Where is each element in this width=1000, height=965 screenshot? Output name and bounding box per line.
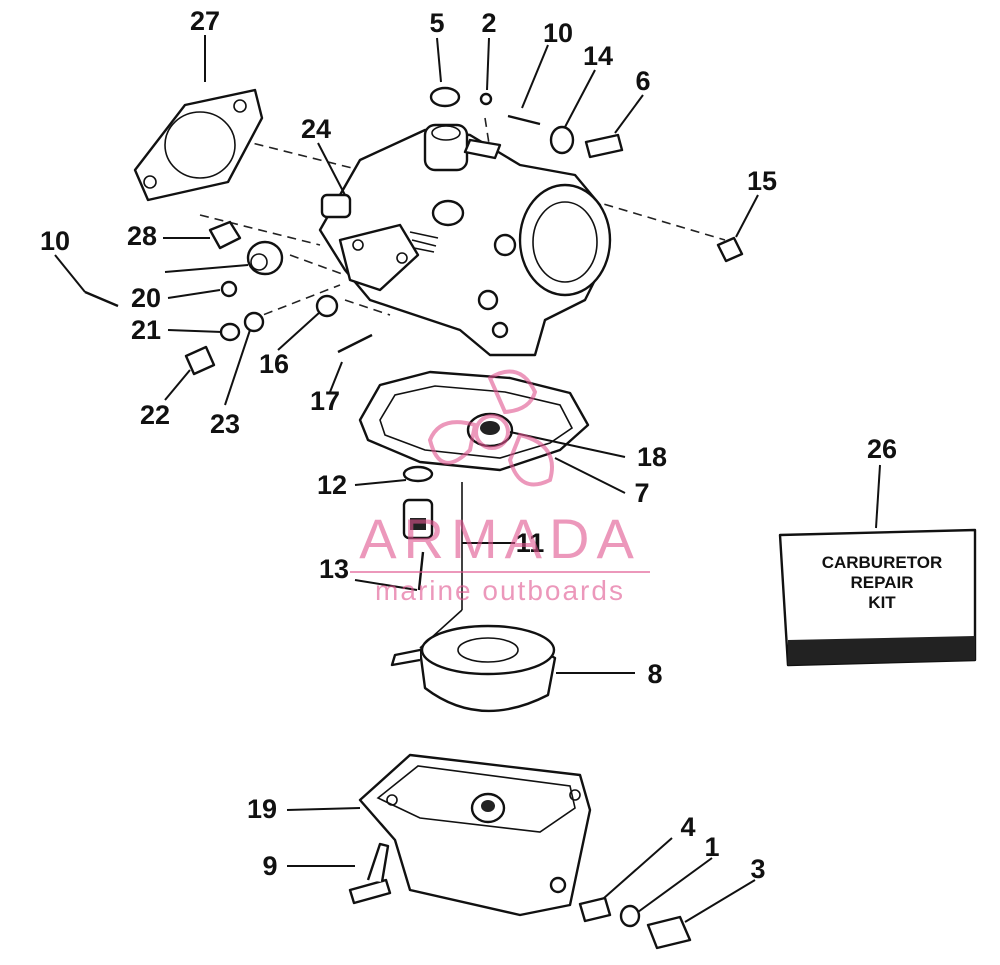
kit-line-2: REPAIR	[851, 573, 914, 592]
callout-12: 12	[317, 470, 347, 500]
leader-lines	[54, 35, 881, 923]
small-parts-top	[429, 86, 744, 263]
callout-3: 3	[750, 854, 765, 884]
needle-and-seat	[402, 465, 434, 591]
screw-15	[716, 236, 744, 263]
screw-6	[584, 133, 624, 159]
callout-14: 14	[583, 41, 613, 71]
callout-25: 27	[190, 6, 220, 36]
pin-10-left	[84, 290, 119, 308]
plug-5	[429, 86, 461, 108]
ball-2	[479, 92, 493, 106]
callout-15: 15	[747, 166, 777, 196]
watermark-tagline: marine outboards	[375, 575, 625, 606]
pin-10-top	[507, 114, 541, 126]
screw-22	[184, 345, 216, 376]
ring-20	[220, 280, 238, 298]
bolt-3	[646, 915, 692, 950]
callout-24: 24	[301, 114, 331, 144]
propeller-logo-icon	[427, 369, 554, 487]
kit-line-1: CARBURETOR	[822, 553, 943, 572]
callout-23: 23	[210, 409, 240, 439]
callout-18: 18	[637, 442, 667, 472]
callout-26: 28	[127, 221, 157, 251]
callout-22: 22	[140, 400, 170, 430]
watermark-brand: ARMADA	[359, 507, 641, 570]
gasket-12	[402, 465, 434, 483]
callout-16: 16	[259, 349, 289, 379]
bowl-gasket	[358, 370, 590, 472]
kit-line-3: KIT	[868, 593, 896, 612]
screw-9	[348, 878, 392, 905]
callout-10-top: 10	[543, 18, 573, 48]
callout-20: 20	[131, 283, 161, 313]
callout-11: 11	[516, 528, 545, 558]
washer-16	[315, 294, 339, 318]
callout-4: 4	[680, 812, 695, 842]
flange-gasket	[133, 88, 264, 202]
washer-14	[549, 125, 575, 155]
star-washer-23	[243, 311, 265, 333]
nut-26	[208, 220, 242, 250]
callout-8: 8	[647, 659, 662, 689]
float-bowl	[358, 753, 592, 917]
callout-7: 7	[634, 478, 649, 508]
callout-5: 5	[429, 8, 444, 38]
callout-10-left: 10	[40, 226, 70, 256]
callout-1: 1	[704, 832, 719, 862]
callout-labels: 27 5 2 10 14 6 15 24 28 10 20 21 22 23 1…	[40, 6, 897, 884]
callout-28: 26	[867, 434, 897, 464]
callout-21: 21	[131, 315, 161, 345]
washer-1	[619, 904, 641, 928]
repair-kit-box: CARBURETOR REPAIR KIT	[778, 528, 977, 667]
plug-4	[578, 896, 612, 923]
small-parts-left	[84, 220, 373, 376]
float	[390, 482, 557, 712]
armada-watermark: ARMADA marine outboards	[350, 369, 650, 606]
callout-17: 17	[310, 386, 340, 416]
callout-9: 9	[262, 851, 277, 881]
callout-13: 13	[319, 554, 349, 584]
carburetor-body	[318, 123, 612, 357]
callout-6: 6	[635, 66, 650, 96]
washer-21	[219, 322, 241, 342]
cap-27	[246, 240, 284, 276]
callout-19: 19	[247, 794, 277, 824]
callout-2: 2	[481, 8, 496, 38]
pin-17	[337, 333, 373, 354]
bottom-fasteners	[348, 842, 692, 950]
